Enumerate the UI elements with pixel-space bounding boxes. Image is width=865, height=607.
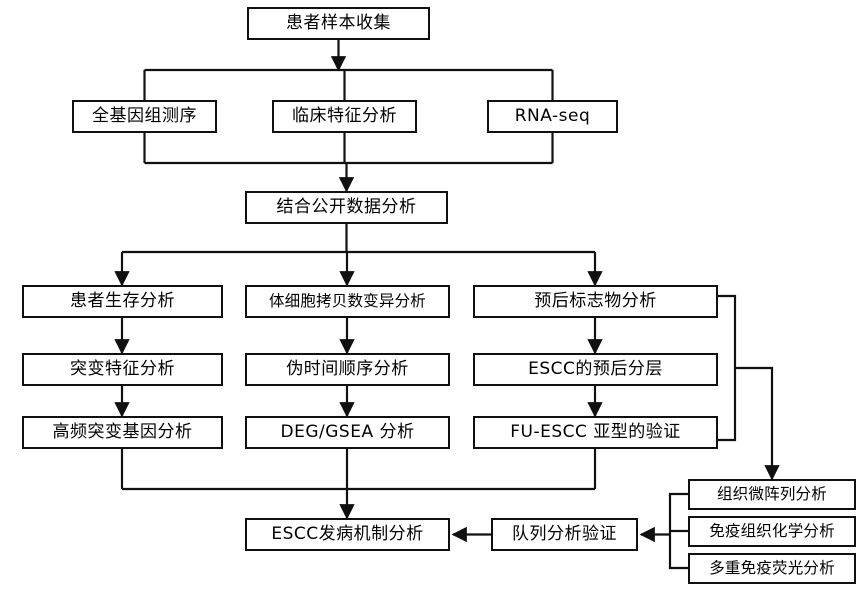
node-label: ESCC的预后分层 bbox=[528, 359, 663, 380]
node-clinical-feature-analysis[interactable]: 临床特征分析 bbox=[272, 100, 417, 133]
node-rna-seq[interactable]: RNA-seq bbox=[487, 100, 618, 133]
node-tissue-microarray-analysis[interactable]: 组织微阵列分析 bbox=[688, 479, 856, 510]
edge-right-column-bus bbox=[718, 294, 737, 442]
node-multiplex-immunofluorescence-analysis[interactable]: 多重免疫荧光分析 bbox=[688, 553, 856, 584]
node-label: ESCC发病机制分析 bbox=[271, 524, 424, 545]
node-label: 伪时间顺序分析 bbox=[286, 359, 409, 380]
node-label: 预后标志物分析 bbox=[534, 291, 657, 312]
node-label: 全基因组测序 bbox=[92, 106, 197, 127]
node-label: RNA-seq bbox=[514, 106, 591, 127]
node-mutation-signature-analysis[interactable]: 突变特征分析 bbox=[22, 353, 223, 386]
node-label: 队列分析验证 bbox=[512, 524, 617, 545]
node-label: DEG/GSEA 分析 bbox=[280, 422, 415, 443]
node-label: 高频突变基因分析 bbox=[52, 422, 193, 443]
node-somatic-copy-number-variation-analysis[interactable]: 体细胞拷贝数变异分析 bbox=[245, 285, 450, 318]
node-escc-prognostic-stratification[interactable]: ESCC的预后分层 bbox=[473, 353, 718, 386]
node-deg-gsea-analysis[interactable]: DEG/GSEA 分析 bbox=[245, 416, 450, 449]
node-prognostic-marker-analysis[interactable]: 预后标志物分析 bbox=[473, 285, 718, 318]
node-escc-pathogenesis-analysis[interactable]: ESCC发病机制分析 bbox=[245, 518, 450, 551]
edge-validation-boxes-bus bbox=[668, 492, 688, 570]
node-whole-genome-sequencing[interactable]: 全基因组测序 bbox=[72, 100, 217, 133]
node-sample-collection[interactable]: 患者样本收集 bbox=[247, 7, 430, 40]
node-label: 组织微阵列分析 bbox=[717, 484, 827, 503]
node-label: FU-ESCC 亚型的验证 bbox=[510, 422, 681, 443]
edge-right-bus-to-microarray bbox=[735, 366, 780, 481]
node-pseudotime-analysis[interactable]: 伪时间顺序分析 bbox=[245, 353, 450, 386]
node-high-frequency-mutated-gene-analysis[interactable]: 高频突变基因分析 bbox=[22, 416, 223, 449]
node-label: 多重免疫荧光分析 bbox=[709, 558, 835, 577]
node-label: 患者生存分析 bbox=[70, 291, 175, 312]
node-label: 体细胞拷贝数变异分析 bbox=[268, 291, 426, 310]
node-label: 患者样本收集 bbox=[286, 13, 391, 34]
node-label: 临床特征分析 bbox=[292, 106, 397, 127]
node-label: 突变特征分析 bbox=[70, 359, 175, 380]
node-fu-escc-subtype-validation[interactable]: FU-ESCC 亚型的验证 bbox=[473, 416, 718, 449]
node-cohort-validation[interactable]: 队列分析验证 bbox=[491, 518, 638, 551]
node-public-data-analysis[interactable]: 结合公开数据分析 bbox=[245, 191, 448, 224]
node-immunohistochemistry-analysis[interactable]: 免疫组织化学分析 bbox=[688, 516, 856, 547]
node-patient-survival-analysis[interactable]: 患者生存分析 bbox=[22, 285, 223, 318]
node-label: 免疫组织化学分析 bbox=[709, 521, 835, 540]
node-label: 结合公开数据分析 bbox=[276, 197, 417, 218]
